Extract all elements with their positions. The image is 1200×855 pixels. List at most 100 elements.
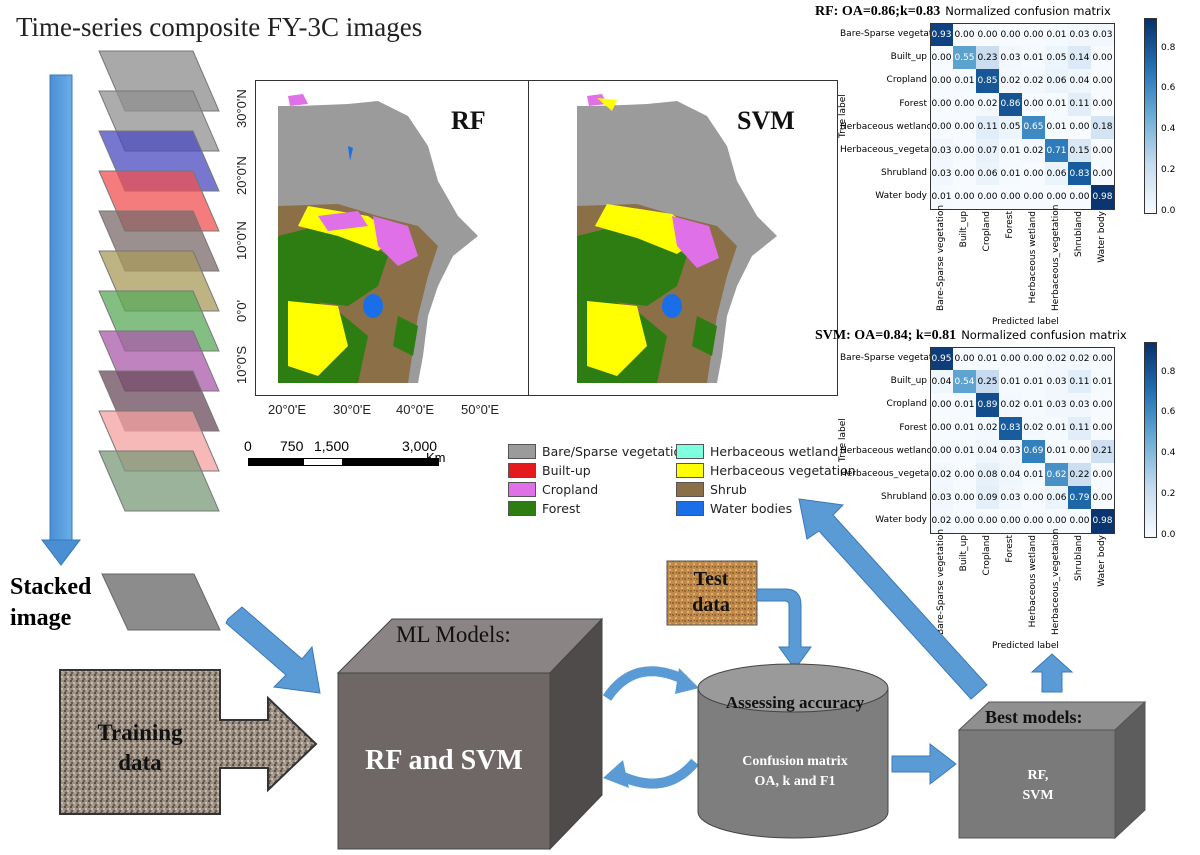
cm-cell: 0.00 — [953, 139, 976, 163]
cm-colorbar-tick: 0.0 — [1161, 529, 1176, 540]
scale-tick: 1,500 — [314, 438, 350, 454]
legend-swatch — [676, 463, 704, 478]
test-data-label: Test data — [692, 568, 730, 616]
legend-item: Bare/Sparse vegetation — [508, 444, 689, 459]
cm-row-label: Forest — [899, 422, 927, 433]
longitude-tick: 30°0'E — [333, 402, 372, 417]
cm-colorbar-tick: 0.8 — [1161, 366, 1176, 377]
cm-cell: 0.00 — [953, 185, 976, 209]
cm-row-label: Built_up — [890, 52, 927, 63]
test-to-assessing-arrow — [756, 588, 812, 670]
cm-cell: 0.00 — [930, 46, 953, 70]
cm-cell: 0.01 — [953, 439, 976, 463]
cm-col-label: Forest — [1005, 210, 1015, 239]
cm-row-label: Bare-Sparse vegetation — [840, 353, 947, 363]
cm-cell: 0.01 — [1045, 23, 1068, 47]
cm-cell: 0.02 — [1045, 347, 1068, 371]
scale-tick: 3,000 — [402, 438, 438, 454]
cm-cell: 0.00 — [1022, 486, 1045, 510]
cm-cell: 0.03 — [1045, 370, 1068, 394]
cm-col-label: Built_up — [959, 210, 969, 247]
cm-cell: 0.00 — [953, 347, 976, 371]
legend-item: Cropland — [508, 482, 598, 497]
cm-cell: 0.95 — [930, 347, 953, 371]
cm-cell: 0.03 — [999, 486, 1022, 510]
cm-cell: 0.15 — [1068, 139, 1091, 163]
cm-colorbar — [1144, 342, 1157, 538]
cm-cell: 0.00 — [1091, 69, 1114, 93]
rf-map-panel: RF — [255, 80, 530, 396]
cm-cell: 0.00 — [976, 509, 999, 533]
cm-cell: 0.55 — [953, 46, 976, 70]
cm-row-label: Cropland — [886, 399, 927, 410]
legend-label: Forest — [542, 501, 581, 516]
cm-cell: 0.02 — [1022, 69, 1045, 93]
cm-cell: 0.69 — [1022, 439, 1045, 463]
cm-cell: 0.06 — [1045, 162, 1068, 186]
cm-cell: 0.00 — [1091, 46, 1114, 70]
cm-cell: 0.01 — [1022, 463, 1045, 487]
cm-heading-text: SVM: OA=0.84; k=0.81 — [815, 328, 957, 343]
longitude-tick: 40°0'E — [396, 402, 435, 417]
cm-col-label: Cropland — [982, 210, 992, 252]
ml-models-cube — [336, 617, 604, 851]
cm-cell: 0.25 — [976, 370, 999, 394]
legend-item: Forest — [508, 501, 580, 516]
cm-cell: 0.00 — [999, 185, 1022, 209]
cm-cell: 0.00 — [1022, 92, 1045, 116]
legend-item: Herbaceous wetland — [676, 444, 838, 459]
cm-col-label: Water body — [1097, 534, 1107, 587]
cm-cell: 0.01 — [953, 416, 976, 440]
cm-cell: 0.00 — [930, 393, 953, 417]
legend-swatch — [508, 482, 536, 497]
cm-cell: 0.02 — [999, 393, 1022, 417]
cm-cell: 0.03 — [1068, 393, 1091, 417]
legend-label: Bare/Sparse vegetation — [542, 444, 690, 459]
cm-cell: 0.00 — [999, 509, 1022, 533]
cm-cell: 0.00 — [1022, 23, 1045, 47]
cm-cell: 0.18 — [1091, 115, 1114, 139]
legend-swatch — [508, 463, 536, 478]
cm-cell: 0.06 — [976, 162, 999, 186]
training-data-label: Training data — [97, 720, 183, 775]
latitude-tick: 30°0'N — [234, 89, 249, 128]
cm-cell: 0.01 — [1091, 370, 1114, 394]
cm-cell: 0.01 — [999, 162, 1022, 186]
cm-cell: 0.03 — [930, 162, 953, 186]
svm-map-panel: SVM — [528, 80, 838, 396]
cm-cell: 0.03 — [999, 46, 1022, 70]
training-data-arrow-box — [59, 669, 318, 815]
cm-cell: 0.02 — [930, 509, 953, 533]
cm-cell: 0.07 — [976, 139, 999, 163]
cm-cell: 0.05 — [999, 115, 1022, 139]
cm-cell: 0.11 — [1068, 370, 1091, 394]
cm-cell: 0.06 — [1045, 69, 1068, 93]
cm-cell: 0.00 — [1045, 185, 1068, 209]
cm-cell: 0.00 — [999, 347, 1022, 371]
cm-colorbar-tick: 0.6 — [1161, 83, 1176, 94]
longitude-tick: 50°0'E — [461, 402, 500, 417]
best-models-cube — [957, 700, 1147, 840]
rf-land-cover-map: RF — [278, 94, 486, 383]
assessing-to-best-arrow — [891, 742, 957, 786]
cm-row-label: Shrubland — [881, 492, 927, 503]
cm-cell: 0.85 — [976, 69, 999, 93]
cm-cell: 0.01 — [999, 139, 1022, 163]
cm-row-label: Built_up — [890, 376, 927, 387]
cm-cell: 0.00 — [930, 69, 953, 93]
cm-row-label: Herbaceous wetland — [840, 121, 933, 132]
svm-map-label: SVM — [737, 106, 795, 135]
legend-swatch — [676, 501, 704, 516]
latitude-tick: 0°0' — [234, 299, 249, 322]
cm-cell: 0.00 — [976, 23, 999, 47]
legend-label: Herbaceous vegetation — [710, 463, 856, 478]
cm-cell: 0.00 — [953, 509, 976, 533]
cm-cell: 0.03 — [1068, 23, 1091, 47]
cm-frame — [930, 23, 1115, 210]
assessing-body-2: OA, k and F1 — [754, 774, 836, 789]
legend-item: Built-up — [508, 463, 591, 478]
cm-cell: 0.00 — [1068, 509, 1091, 533]
